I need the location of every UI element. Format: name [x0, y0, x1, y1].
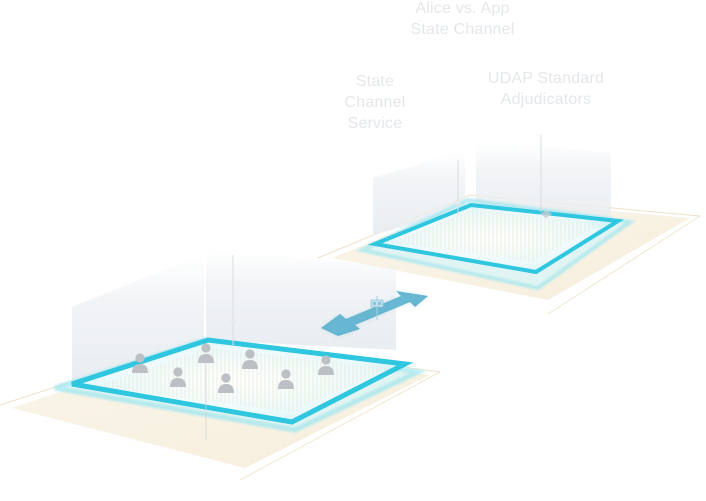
platform-texture [392, 210, 600, 262]
back-panel [206, 250, 396, 350]
connector-dot [538, 187, 544, 193]
floor-line [317, 194, 701, 259]
platform-state-channel-service [0, 250, 441, 481]
platform-texture [95, 348, 390, 412]
user-icon [198, 343, 214, 363]
platform-marker [540, 210, 552, 218]
user-icon [170, 367, 186, 387]
user-icon [218, 373, 234, 393]
user-icon [278, 369, 294, 389]
user-icon [318, 355, 334, 375]
platform-state-channel [317, 135, 701, 315]
bidirectional-arrow-icon [321, 291, 428, 336]
connector-dot [230, 319, 236, 325]
user-icon [132, 353, 148, 373]
user-icon [242, 349, 258, 369]
label-state-channel-service: State Channel Service [344, 73, 406, 132]
participants [132, 343, 334, 393]
floor-line [239, 371, 441, 481]
label-udap-standard-adjudicators: UDAP Standard Adjudicators [487, 70, 605, 108]
connector-dot [455, 200, 461, 206]
floor-line [547, 215, 701, 315]
label-alice-vs-app-state-channel: Alice vs. App State Channel [410, 0, 515, 38]
plug-icon [370, 296, 384, 320]
